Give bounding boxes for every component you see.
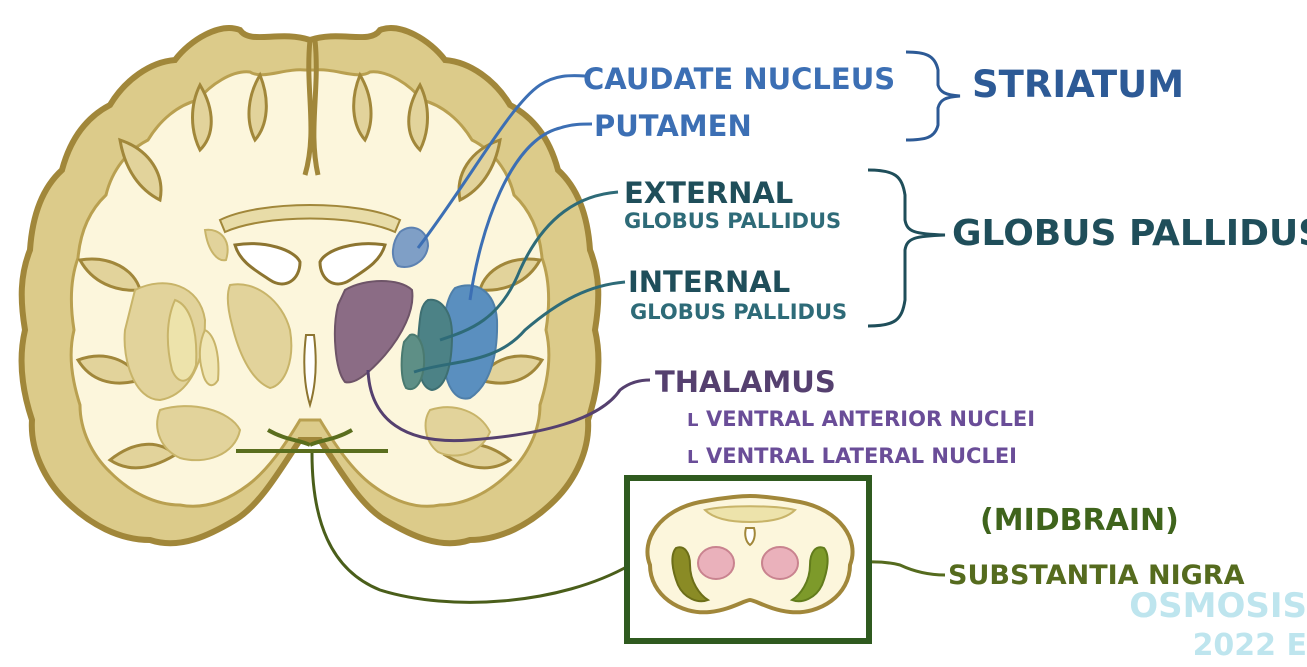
thalamus-label: THALAMUS — [655, 365, 836, 399]
external-sublabel: GLOBUS PALLIDUS — [624, 209, 841, 233]
longitudinal-fissure — [302, 39, 321, 176]
globus-bracket — [867, 168, 946, 328]
corpus-callosum — [218, 204, 402, 234]
substantia-leader-left — [310, 452, 631, 604]
midbrain-tectum — [703, 505, 797, 524]
leader-lines — [310, 74, 946, 604]
brain-coronal-section — [18, 25, 602, 547]
lateral-ventricle-right — [318, 242, 387, 286]
internal-sublabel: GLOBUS PALLIDUS — [630, 300, 847, 324]
tick-vl: L — [687, 447, 698, 468]
external-label: EXTERNAL — [624, 176, 793, 210]
cerebral-aqueduct — [744, 527, 756, 547]
internal-label: INTERNAL — [628, 265, 790, 299]
substantia-nigra-right — [789, 546, 829, 603]
third-ventricle — [303, 334, 317, 409]
internal-globus-pallidus-shape — [400, 333, 426, 390]
caudate-leader — [416, 74, 586, 249]
tick-va: L — [687, 410, 698, 431]
striatum-label: STRIATUM — [972, 63, 1184, 106]
substantia-nigra-left — [671, 546, 711, 603]
right-basal-ganglia — [333, 226, 499, 457]
midbrain-section — [645, 493, 855, 615]
ventral-anterior-nuclei-label: VENTRAL ANTERIOR NUCLEI — [706, 407, 1035, 431]
external-leader — [439, 190, 619, 342]
thalamus-shape — [333, 280, 414, 384]
thalamus-leader — [366, 369, 651, 443]
caudate-nucleus-label: CAUDATE NUCLEUS — [583, 62, 895, 96]
midbrain-label: (MIDBRAIN) — [980, 503, 1179, 538]
white-matter — [69, 68, 551, 508]
striatum-bracket — [905, 50, 961, 142]
watermark-brand: OSMOSIS — [1129, 586, 1307, 626]
watermark-year: 2022 E — [1192, 628, 1307, 663]
putamen-leader — [468, 122, 593, 301]
putamen-label: PUTAMEN — [594, 109, 752, 143]
red-nucleus-left — [697, 546, 735, 580]
midbrain-inset — [624, 475, 872, 644]
globus-pallidus-label: GLOBUS PALLIDUS — [952, 213, 1307, 254]
substantia-nigra-projection-base — [236, 428, 388, 453]
osmosis-watermark: OSMOSIS — [1129, 586, 1307, 626]
internal-leader — [413, 280, 626, 374]
substantia-nigra-label: SUBSTANTIA NIGRA — [948, 560, 1245, 591]
caudate-nucleus-shape — [392, 226, 430, 268]
ventral-lateral-nuclei-label: VENTRAL LATERAL NUCLEI — [706, 444, 1017, 468]
lateral-ventricle-left — [233, 242, 302, 286]
red-nucleus-right — [761, 546, 799, 580]
left-basal-ganglia — [123, 228, 293, 462]
